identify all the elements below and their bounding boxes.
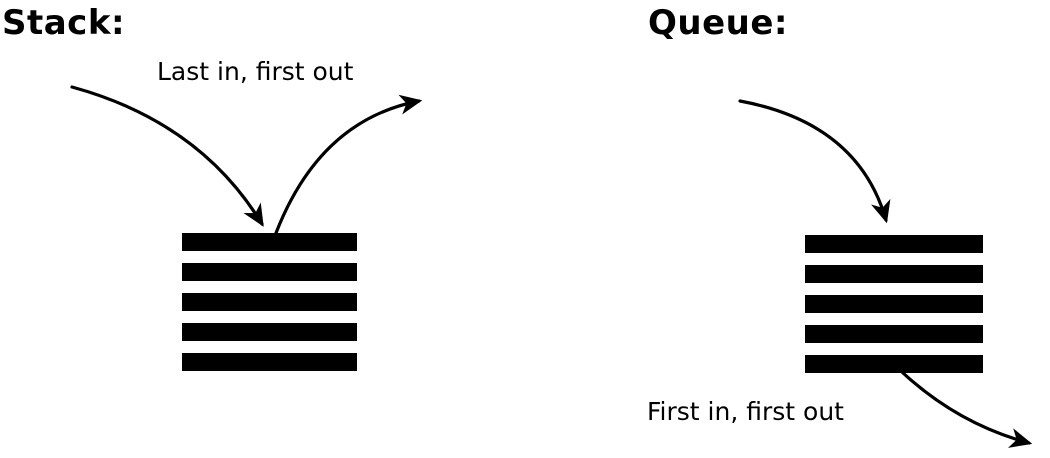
stack-item-bar bbox=[182, 353, 357, 371]
stack-item-bar bbox=[182, 263, 357, 281]
stack-item-bar bbox=[182, 293, 357, 311]
stack-title: Stack: bbox=[2, 3, 126, 43]
stack-push-arrow-icon bbox=[70, 85, 264, 227]
queue-dequeue-arrow-icon bbox=[900, 370, 1033, 448]
queue-item-bar bbox=[805, 235, 983, 253]
queue-items bbox=[805, 235, 983, 385]
queue-caption: First in, first out bbox=[647, 397, 844, 426]
queue-enqueue-arrow-icon bbox=[738, 99, 891, 224]
queue-item-bar bbox=[805, 295, 983, 313]
stack-pop-arrow-icon bbox=[274, 94, 423, 235]
stack-item-bar bbox=[182, 233, 357, 251]
queue-item-bar bbox=[805, 265, 983, 283]
queue-item-bar bbox=[805, 355, 983, 373]
stack-item-bar bbox=[182, 323, 357, 341]
stack-items bbox=[182, 233, 357, 383]
queue-item-bar bbox=[805, 325, 983, 343]
queue-title: Queue: bbox=[648, 3, 789, 43]
stack-caption: Last in, first out bbox=[157, 57, 354, 86]
